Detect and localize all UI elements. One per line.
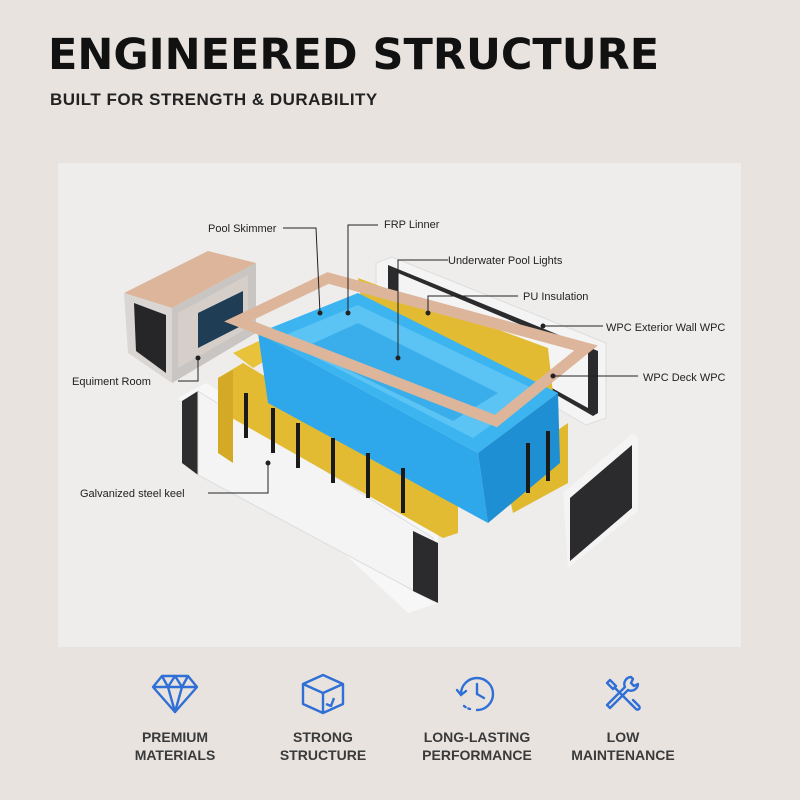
page-subtitle: BUILT FOR STRENGTH & DURABILITY [50,90,378,109]
pool-structure-diagram: Pool Skimmer FRP Linner Underwater Pool … [72,219,726,613]
right-exterior-wall [563,433,638,568]
label-equipment-room: Equiment Room [72,376,151,388]
clock-icon [455,676,495,712]
label-wpc-exterior-wall: WPC Exterior Wall WPC [606,322,725,334]
page-title: ENGINEERED STRUCTURE [48,30,660,80]
equipment-room-illustration [124,251,256,383]
tools-icon [605,675,641,711]
label-frp-linner: FRP Linner [384,219,440,231]
steel-keel-posts [244,393,550,513]
label-pu-insulation: PU Insulation [523,291,588,303]
left-exterior-wall [178,383,438,613]
cube-icon [301,673,345,715]
label-pool-skimmer: Pool Skimmer [208,223,277,235]
leader-lines [178,224,638,494]
label-steel-keel: Galvanized steel keel [80,488,185,500]
leader-dots [195,310,556,466]
label-wpc-deck: WPC Deck WPC [643,372,726,384]
diamond-icon [151,674,199,714]
diagram-panel: Pool Skimmer FRP Linner Underwater Pool … [58,163,741,647]
wpc-deck-frame [224,272,598,428]
label-underwater-lights: Underwater Pool Lights [448,255,563,267]
